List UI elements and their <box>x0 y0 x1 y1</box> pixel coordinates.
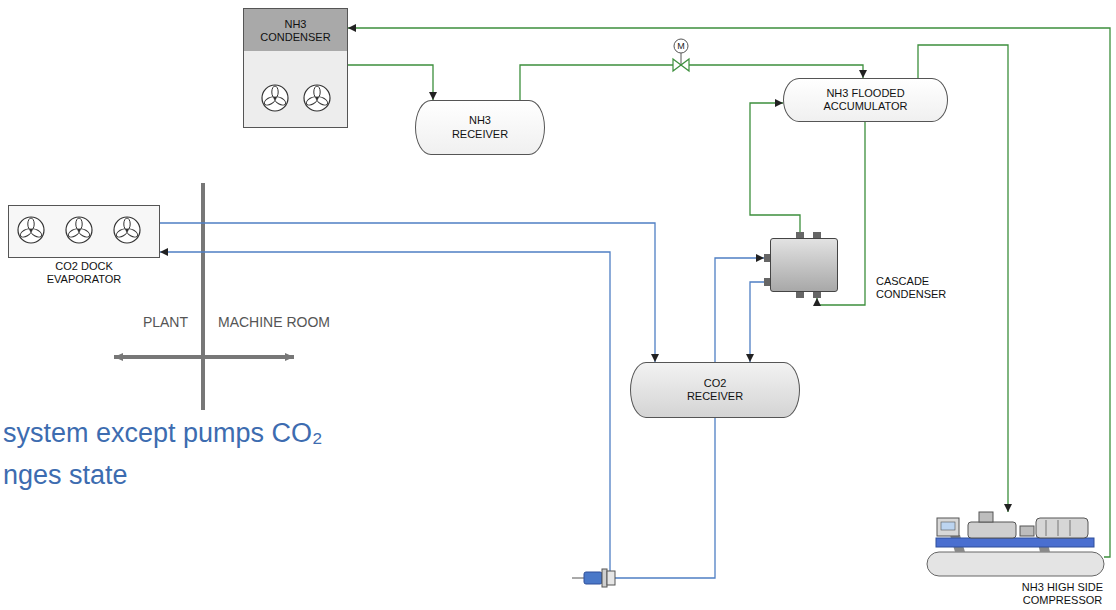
co2-pipe <box>160 223 655 362</box>
slide-text: nges state <box>3 460 128 491</box>
node-label: CASCADE CONDENSER <box>876 275 966 301</box>
condenser-unit: NH3 CONDENSER <box>243 8 348 128</box>
accumulator-vessel: NH3 FLOODED ACCUMULATOR <box>783 78 948 122</box>
node-label: CO2 RECEIVER <box>675 377 755 403</box>
valve-letter: M <box>669 40 693 52</box>
evaporator-unit: CO2 DOCK EVAPORATOR <box>8 205 160 258</box>
co2-pipe <box>750 282 764 362</box>
nh3-pipe <box>348 28 1110 557</box>
node-label: NH3 HIGH SIDE COMPRESSOR <box>1013 581 1113 607</box>
motorized-valve <box>673 53 689 71</box>
receiver-vessel: NH3 RECEIVER <box>415 100 545 155</box>
area-label: MACHINE ROOM <box>218 314 330 330</box>
area-boundary <box>114 183 294 410</box>
area-label: PLANT <box>143 314 188 330</box>
node-label: CO2 DOCK EVAPORATOR <box>29 260 139 286</box>
co2-pipe <box>160 252 715 578</box>
co2-pump <box>572 569 615 587</box>
cascade-condenser: CASCADE CONDENSER <box>770 238 838 292</box>
nh3-pipe <box>348 65 433 100</box>
node-label: NH3 CONDENSER <box>256 18 336 44</box>
co2-pipe <box>715 258 764 362</box>
compressor-unit: NH3 HIGH SIDE COMPRESSOR <box>925 512 1104 578</box>
evaporator-fans <box>9 206 159 257</box>
receiver-vessel: CO2 RECEIVER <box>630 362 800 418</box>
slide-text: system except pumps CO₂ <box>3 418 323 449</box>
nh3-pipe <box>750 103 800 232</box>
node-label: NH3 FLOODED ACCUMULATOR <box>806 87 926 113</box>
node-label: NH3 RECEIVER <box>440 114 520 140</box>
compressor-illustration <box>927 512 1104 576</box>
